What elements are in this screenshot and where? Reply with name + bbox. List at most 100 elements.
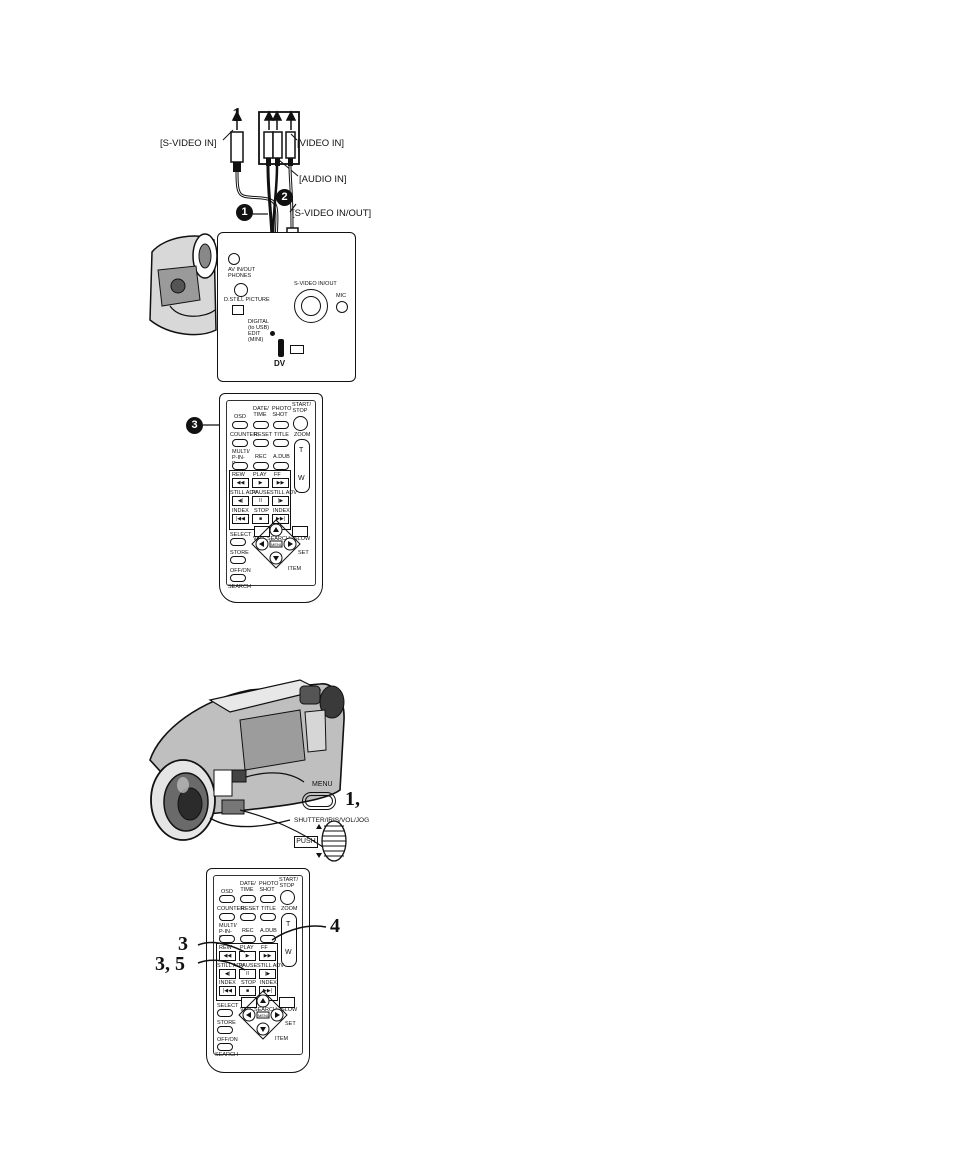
index-left-button[interactable]: |◀◀ <box>232 514 249 524</box>
ff-label: FF <box>274 472 281 478</box>
edit-dot-icon <box>270 331 275 336</box>
zoom-label: ZOOM <box>281 906 298 912</box>
start-stop-button[interactable] <box>280 890 295 905</box>
cable-drawing <box>149 110 300 336</box>
callout-1: 1 <box>236 204 253 221</box>
off-on-button[interactable] <box>230 574 246 582</box>
zoom-w-label: W <box>298 475 305 482</box>
remote-control-bottom: OSD DATE/ TIME PHOTO SHOT START/ STOP CO… <box>206 868 310 1073</box>
osd-button[interactable] <box>219 895 235 903</box>
counter-button[interactable] <box>219 913 235 921</box>
item-label: ITEM <box>275 1036 289 1042</box>
still-adv-left-button[interactable]: ◀| <box>232 496 249 506</box>
still-adv-right-button[interactable]: |▶ <box>272 496 289 506</box>
select-button[interactable] <box>217 1009 233 1017</box>
mini-label: (MINI) <box>248 337 264 343</box>
a-dub-button[interactable] <box>260 935 276 943</box>
stop-label: STOP <box>241 980 256 986</box>
title-button[interactable] <box>273 439 289 447</box>
set-label: SET <box>298 550 309 556</box>
zoom-t-label: T <box>299 447 304 454</box>
counter-label: COUNTER <box>230 432 258 438</box>
multi-button[interactable] <box>219 935 235 943</box>
title-label: TITLE <box>274 432 289 438</box>
ff-button[interactable]: ▶▶ <box>272 478 289 488</box>
zoom-rocker[interactable]: T W <box>281 913 297 967</box>
store-button[interactable] <box>230 556 246 564</box>
play-label: PLAY <box>253 472 267 478</box>
dpad-bottom[interactable] <box>207 869 309 1072</box>
still-adv-left-label: STILL ADV <box>217 963 245 969</box>
rec-button[interactable] <box>240 935 256 943</box>
zoom-rocker[interactable]: T W <box>294 439 310 493</box>
photo-shot-button[interactable] <box>260 895 276 903</box>
select-label: SELECT <box>230 532 252 538</box>
rew-button[interactable]: ◀◀ <box>219 951 236 961</box>
play-button[interactable]: ▶ <box>239 951 256 961</box>
a-dub-label: A.DUB <box>260 928 277 934</box>
var-search-button[interactable] <box>254 526 270 537</box>
a-dub-button[interactable] <box>273 462 289 470</box>
zoom-t-label: T <box>286 921 291 928</box>
pause-button[interactable]: II <box>239 969 256 979</box>
mic-label: MIC <box>336 293 347 299</box>
step-3-label: 3 <box>178 933 188 955</box>
dpad-top[interactable] <box>220 394 322 602</box>
still-adv-left-label: STILL ADV <box>230 490 258 496</box>
rew-button[interactable]: ◀◀ <box>232 478 249 488</box>
slow-label: SLOW <box>294 536 311 542</box>
dial-label: SHUTTER/IRIS/VOL/JOG <box>294 817 370 824</box>
date-time-button[interactable] <box>240 895 256 903</box>
osd-label: OSD <box>221 889 233 895</box>
phones-label: PHONES <box>228 273 252 279</box>
slow-button[interactable] <box>292 526 308 537</box>
still-adv-right-button[interactable]: |▶ <box>259 969 276 979</box>
reset-button[interactable] <box>240 913 256 921</box>
stop-button[interactable]: ■ <box>239 986 256 996</box>
start-stop-label: START/ STOP <box>292 402 312 414</box>
counter-button[interactable] <box>232 439 248 447</box>
slow-label: SLOW <box>281 1007 298 1013</box>
slow-button[interactable] <box>279 997 295 1008</box>
pause-button[interactable]: II <box>252 496 269 506</box>
still-adv-right-label: STILL ADV <box>257 963 285 969</box>
still-adv-left-button[interactable]: ◀| <box>219 969 236 979</box>
rec-button[interactable] <box>253 462 269 470</box>
multi-button[interactable] <box>232 462 248 470</box>
ff-button[interactable]: ▶▶ <box>259 951 276 961</box>
stop-label: STOP <box>254 508 269 514</box>
card-icon <box>232 305 244 315</box>
date-time-button[interactable] <box>253 421 269 429</box>
index-right-label: INDEX <box>260 980 277 986</box>
d-still-button <box>234 283 248 297</box>
reset-button[interactable] <box>253 439 269 447</box>
push-button[interactable]: PUSH <box>294 836 318 848</box>
photo-shot-label: PHOTO SHOT <box>259 881 279 893</box>
select-button[interactable] <box>230 538 246 546</box>
rec-label: REC <box>255 454 267 460</box>
index-left-button[interactable]: |◀◀ <box>219 986 236 996</box>
play-button[interactable]: ▶ <box>252 478 269 488</box>
usb-label: (to USB) <box>248 325 270 331</box>
index-right-button[interactable]: ▶▶| <box>272 514 289 524</box>
stop-button[interactable]: ■ <box>252 514 269 524</box>
rew-label: REW <box>232 472 245 478</box>
off-on-label: OFF/ON <box>217 1037 238 1043</box>
var-search-label: VAR. SEARCH <box>253 536 290 542</box>
title-button[interactable] <box>260 913 276 921</box>
menu-button[interactable] <box>302 792 336 810</box>
off-on-button[interactable] <box>217 1043 233 1051</box>
photo-shot-button[interactable] <box>273 421 289 429</box>
av-jack <box>228 253 240 265</box>
off-on-label: OFF/ON <box>230 568 251 574</box>
jack-panel: AV IN/OUT PHONES D.STILL PICTURE DIGITAL… <box>217 232 356 382</box>
osd-button[interactable] <box>232 421 248 429</box>
var-search-button[interactable] <box>241 997 257 1008</box>
start-stop-button[interactable] <box>293 416 308 431</box>
store-button[interactable] <box>217 1026 233 1034</box>
menu-callout-label: MENU <box>312 781 333 788</box>
